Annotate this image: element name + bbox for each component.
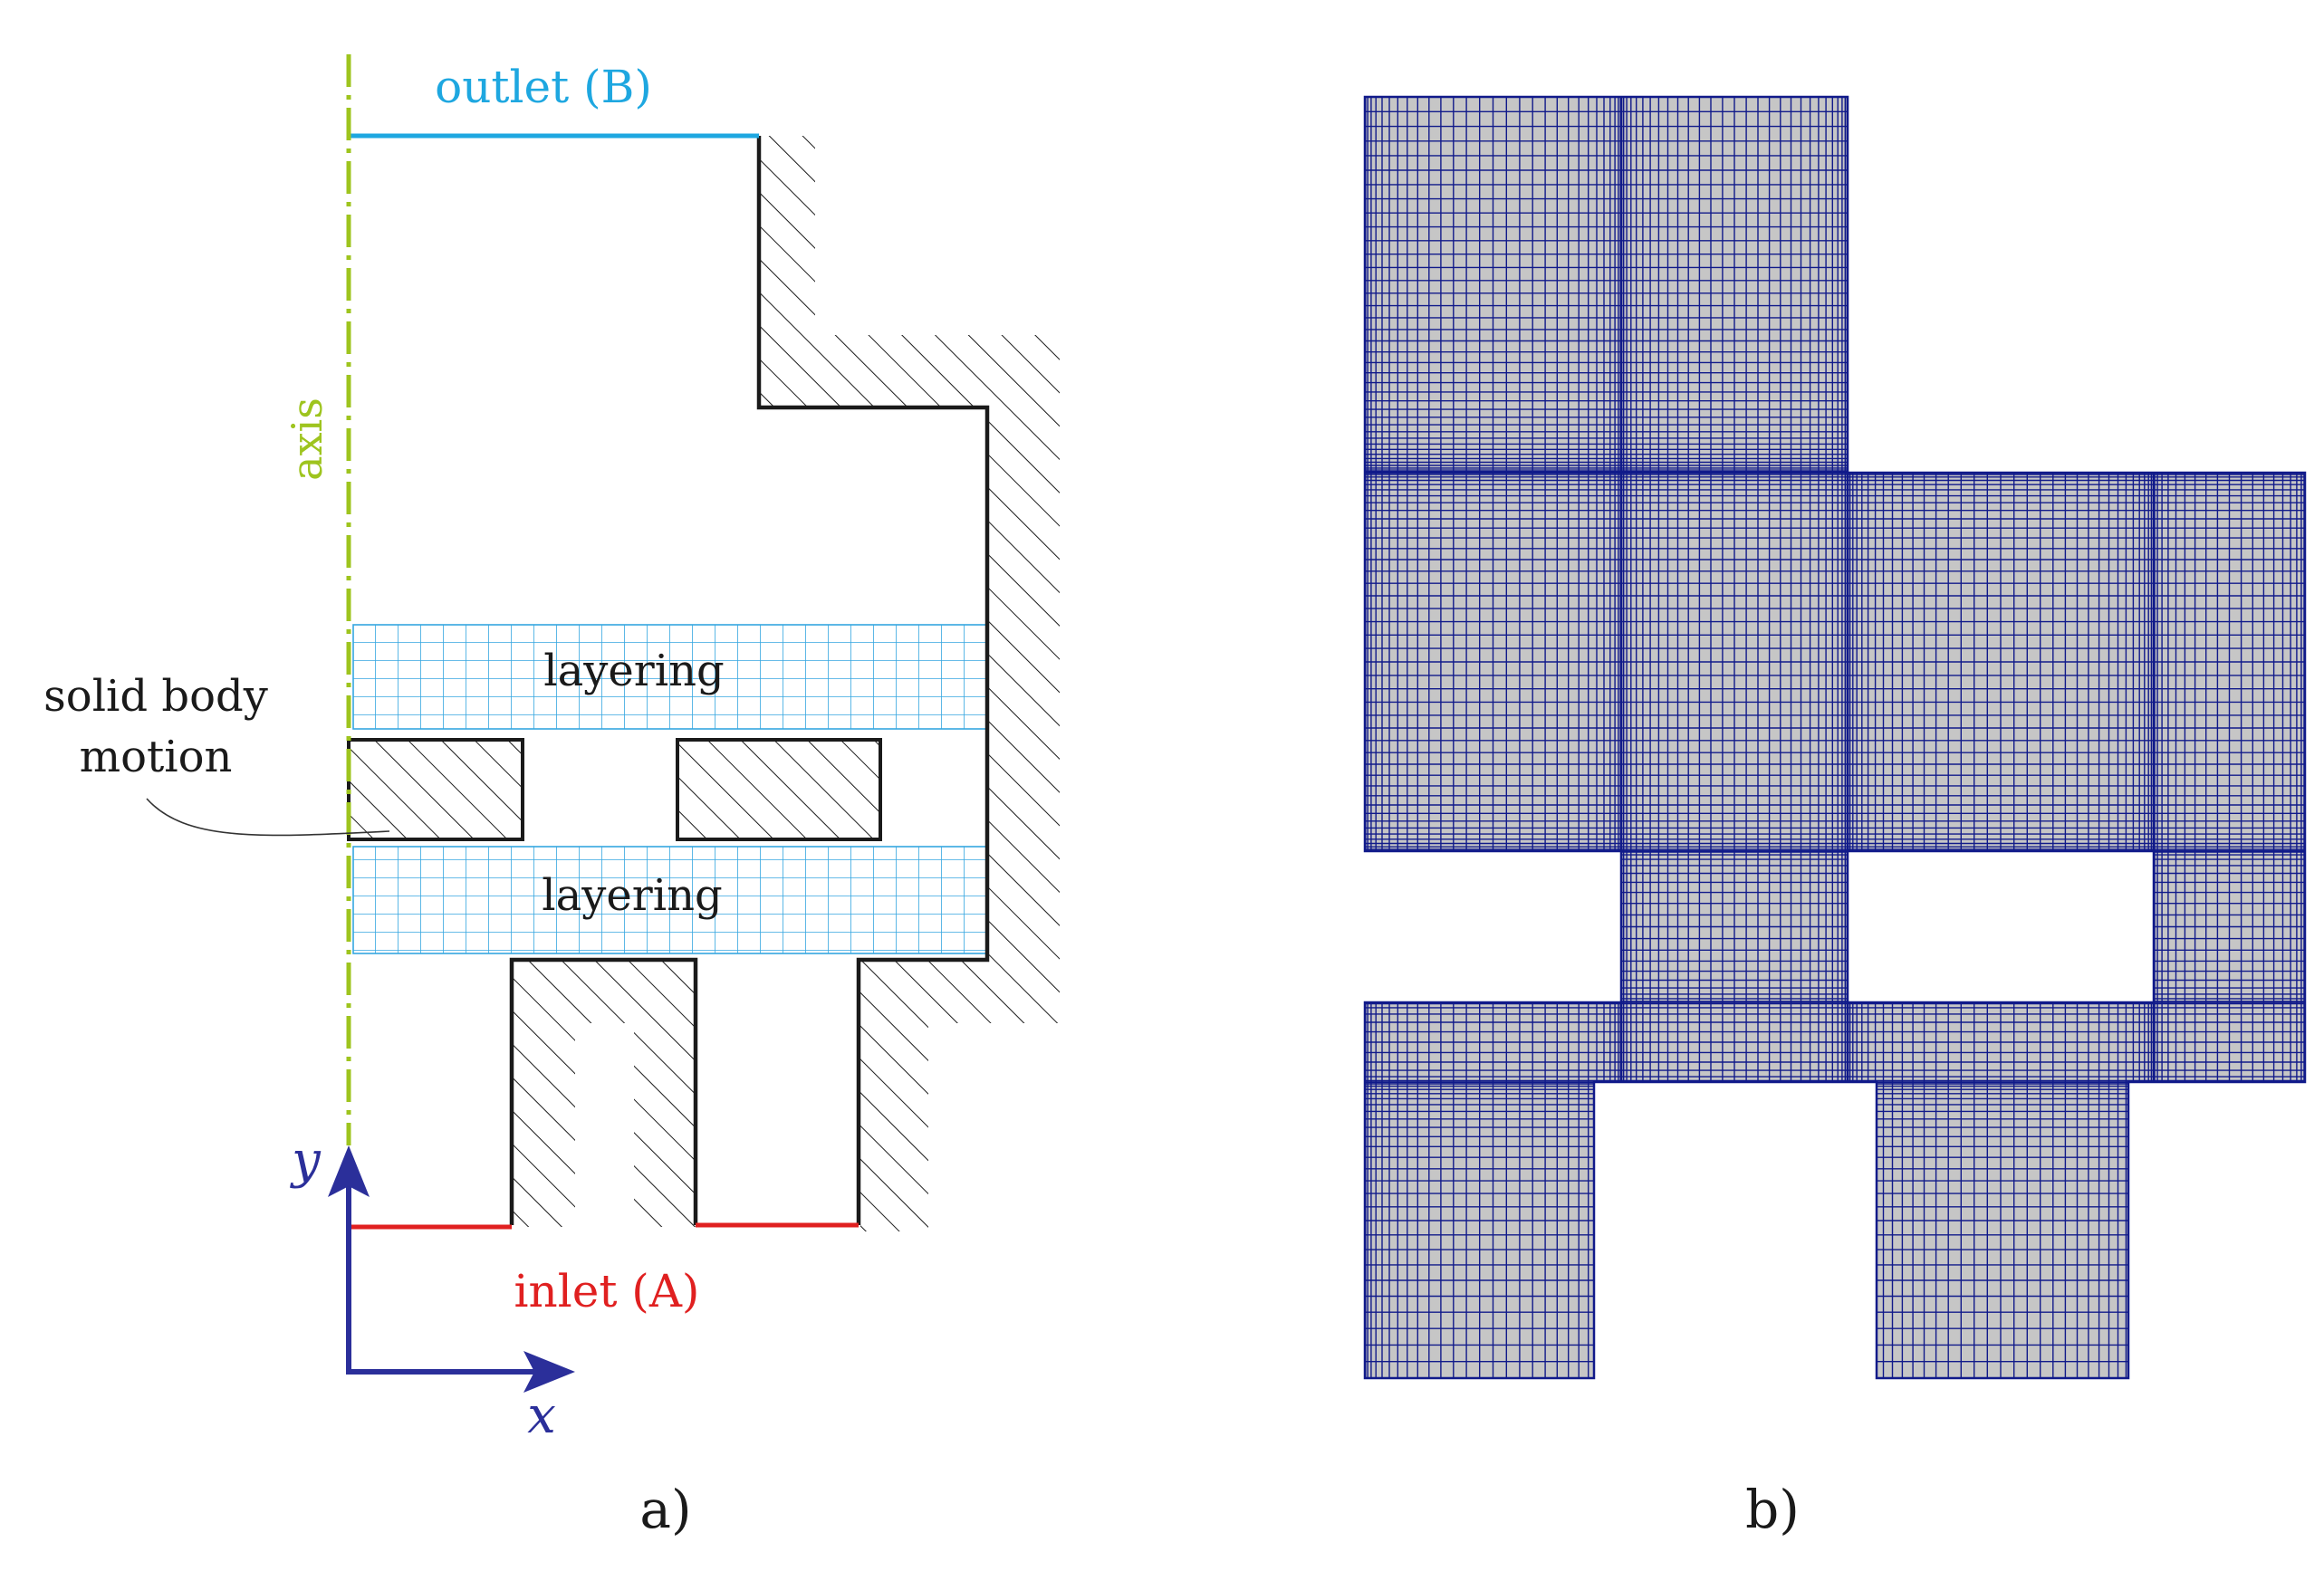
x-axis-label: x: [527, 1386, 556, 1445]
outer-wall-hatching: [759, 136, 1060, 1231]
panel-b-mesh: b): [1363, 95, 2307, 1540]
y-axis-label: y: [289, 1131, 322, 1190]
panel-b-caption: b): [1745, 1479, 1800, 1540]
panel-a-schematic: outlet (B) inlet (A) axis layering layer…: [43, 54, 1060, 1540]
solid-body-motion-label-line1: solid body: [43, 671, 268, 722]
y-arrow-head: [328, 1145, 370, 1197]
inner-nozzle-hatching: [512, 960, 696, 1227]
solid-body-left: [347, 738, 524, 841]
layering-label-bottom: layering: [542, 870, 722, 921]
axis-label: axis: [283, 398, 331, 481]
outlet-label: outlet (B): [435, 61, 652, 113]
solid-body-leader-line: [146, 798, 390, 837]
domain-wall-outline: [756, 136, 990, 1225]
layering-zone-top: [352, 624, 988, 730]
coordinate-axes: y x: [289, 1131, 575, 1445]
inlet-label: inlet (A): [514, 1265, 700, 1317]
solid-body-right: [676, 738, 882, 841]
nozzle-wall-outline: [509, 957, 698, 1225]
solid-body-motion-label-line2: motion: [80, 732, 233, 782]
panel-a-caption: a): [639, 1479, 691, 1540]
layering-label-top: layering: [543, 646, 724, 696]
layering-zone-bottom: [352, 846, 988, 954]
x-arrow-head: [523, 1351, 575, 1393]
